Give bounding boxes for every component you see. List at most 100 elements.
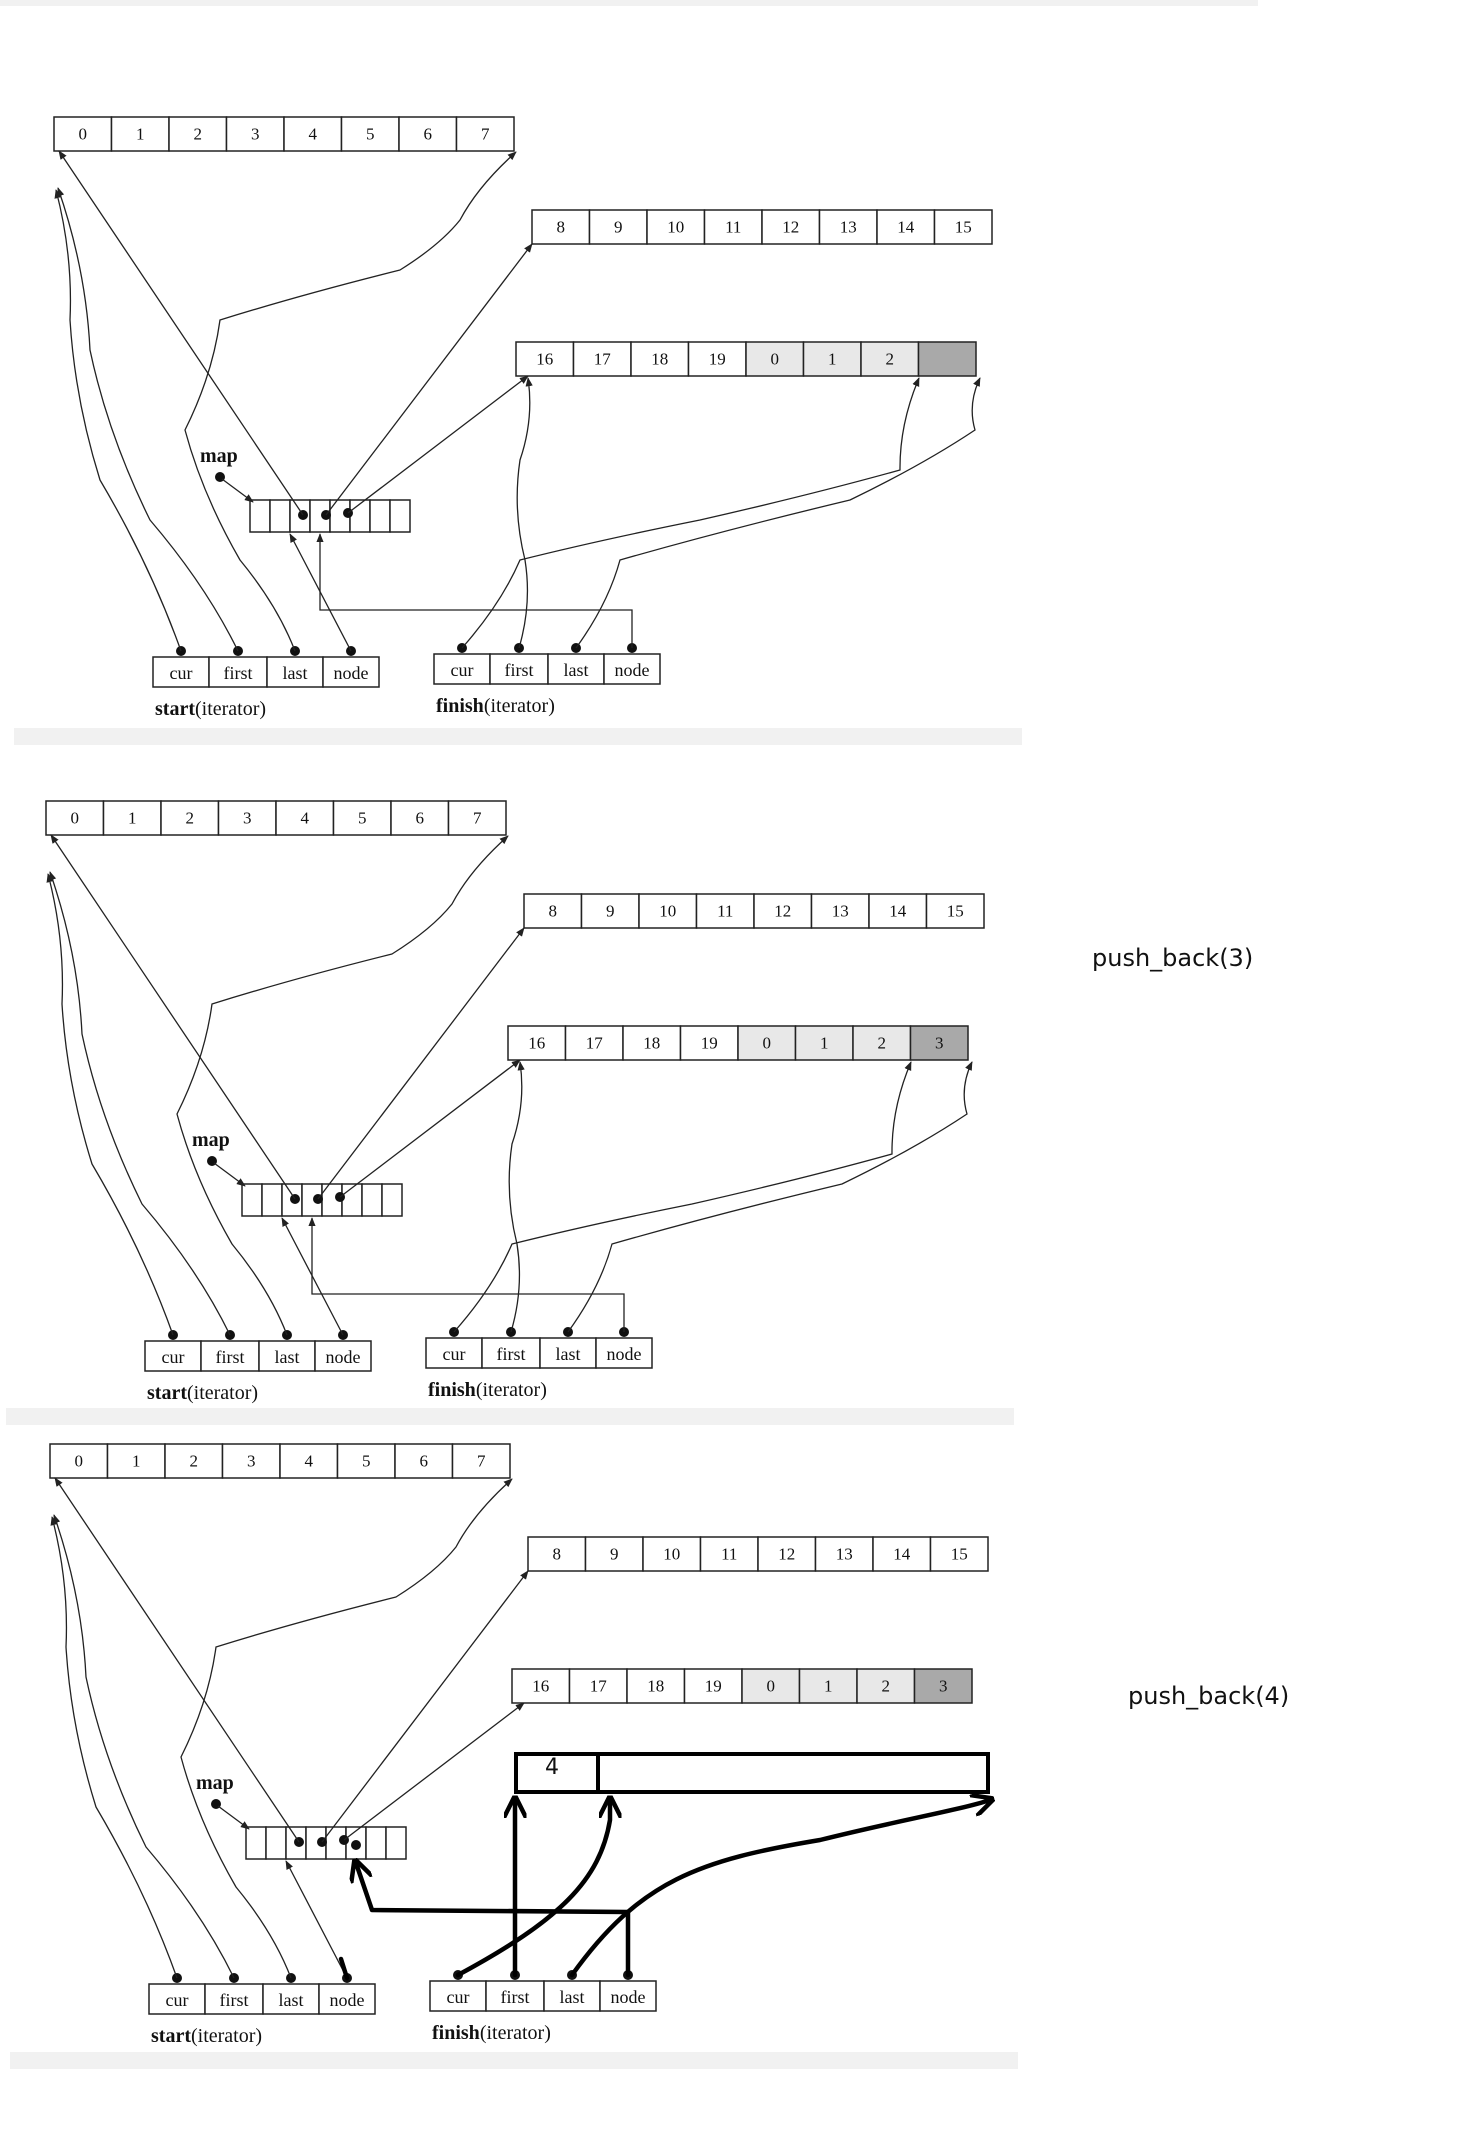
buffer-16-end-cell bbox=[794, 1025, 854, 1061]
map-to-buffer-16-arrow bbox=[343, 1702, 525, 1841]
buffer-8-15-value: 12 bbox=[782, 218, 799, 237]
scan-band-2 bbox=[6, 1408, 1014, 1425]
buffer-8-15-cell bbox=[584, 1536, 644, 1572]
start-node-mark bbox=[338, 1956, 350, 1981]
buffer-0-7-value: 2 bbox=[194, 125, 203, 144]
finish-iterator-first-field bbox=[489, 653, 549, 685]
start-first-arrow bbox=[57, 187, 239, 652]
map-to-buffer-16-arrow bbox=[347, 375, 529, 514]
buffer-16-end-cell bbox=[511, 1668, 571, 1704]
buffer-8-15-value: 15 bbox=[951, 1545, 968, 1564]
buffer-8-15-value: 13 bbox=[836, 1545, 853, 1564]
finish-iterator-last-label: last bbox=[564, 660, 589, 680]
map-slot bbox=[385, 1826, 407, 1860]
finish-first-arrow bbox=[516, 377, 533, 649]
buffer-16-end-value: 19 bbox=[709, 350, 726, 369]
buffer-16-end-value: 3 bbox=[939, 1677, 948, 1696]
buffer-8-15-value: 11 bbox=[721, 1545, 737, 1564]
buffer-16-end-cell bbox=[802, 341, 862, 377]
buffer-8-15-value: 8 bbox=[553, 1545, 562, 1564]
buffer-16-end-cell bbox=[745, 341, 805, 377]
finish-iterator-caption: finish(iterator) bbox=[432, 2022, 551, 2044]
finish-cur-arrow bbox=[461, 377, 920, 649]
buffer-0-7-value: 5 bbox=[362, 1452, 371, 1471]
finish-iterator-caption: finish(iterator) bbox=[436, 695, 555, 717]
buffer-16-end-value: 0 bbox=[771, 350, 780, 369]
map-to-buffer-0-arrow bbox=[54, 1477, 300, 1843]
finish-iterator-cur-label: cur bbox=[451, 660, 474, 680]
map-slot bbox=[369, 499, 391, 533]
map-slot bbox=[241, 1183, 263, 1217]
start-iterator-last-label: last bbox=[279, 1990, 304, 2010]
map-label: map bbox=[192, 1129, 230, 1151]
buffer-16-end-value: 3 bbox=[935, 1034, 944, 1053]
buffer-8-15-value: 9 bbox=[606, 902, 615, 921]
start-last-arrow bbox=[176, 835, 509, 1336]
buffer-8-15-value: 14 bbox=[897, 218, 915, 237]
buffer-16-end-value: 1 bbox=[824, 1677, 833, 1696]
buffer-0-7-value: 1 bbox=[128, 809, 137, 828]
start-iterator-first-label: first bbox=[220, 1990, 249, 2010]
start-cur-arrow bbox=[50, 1516, 178, 1979]
start-node-arrow bbox=[285, 1860, 348, 1979]
buffer-0-7-cell bbox=[221, 1443, 281, 1479]
buffer-16-end-value: 17 bbox=[594, 350, 612, 369]
buffer-8-15-value: 12 bbox=[774, 902, 791, 921]
buffer-16-end-cell bbox=[741, 1668, 801, 1704]
finish-node-arrow bbox=[356, 1863, 631, 1978]
buffer-16-end-cell bbox=[913, 1668, 973, 1704]
buffer-16-end-cell bbox=[564, 1025, 624, 1061]
map-pointer-arrow bbox=[217, 1805, 250, 1830]
finish-cur-arrow bbox=[455, 1800, 610, 1978]
buffer-16-end-cell bbox=[852, 1025, 912, 1061]
buffer-8-15-cell bbox=[933, 209, 993, 245]
buffer-16-end-cell bbox=[515, 341, 575, 377]
buffer-0-7-value: 7 bbox=[481, 125, 490, 144]
buffer-8-15-cell bbox=[929, 1536, 989, 1572]
buffer-8-15-value: 8 bbox=[549, 902, 558, 921]
map-array bbox=[241, 1183, 403, 1217]
buffer-8-15-value: 9 bbox=[610, 1545, 619, 1564]
map-slot bbox=[389, 499, 411, 533]
map-label: map bbox=[196, 1772, 234, 1794]
new-buffer-first-cell bbox=[514, 1752, 600, 1794]
scan-band-top bbox=[0, 0, 1258, 6]
buffer-8-15-value: 14 bbox=[889, 902, 907, 921]
buffer-8-15-value: 14 bbox=[893, 1545, 911, 1564]
buffer-0-7-value: 7 bbox=[473, 809, 482, 828]
start-iterator-node-field bbox=[322, 656, 380, 688]
start-iterator-cur-field bbox=[144, 1340, 202, 1372]
buffer-16-end-value: 18 bbox=[647, 1677, 664, 1696]
buffer-8-15-cell bbox=[642, 1536, 702, 1572]
buffer-16-end-cell bbox=[856, 1668, 916, 1704]
buffer-0-7-value: 6 bbox=[416, 809, 425, 828]
map-slot bbox=[381, 1183, 403, 1217]
map-pointer-arrow bbox=[221, 478, 254, 503]
map-slot bbox=[265, 1826, 287, 1860]
buffer-8-15-value: 13 bbox=[840, 218, 857, 237]
finish-iterator-last-label: last bbox=[556, 1344, 581, 1364]
buffer-8-15-value: 15 bbox=[947, 902, 964, 921]
buffer-16-end-value: 16 bbox=[528, 1034, 545, 1053]
buffer-8-15-cell bbox=[695, 893, 755, 929]
buffer-16-end-value: 17 bbox=[586, 1034, 604, 1053]
map-to-buffer-16-arrow bbox=[339, 1059, 521, 1198]
map-label: map bbox=[200, 445, 238, 467]
map-to-buffer-0-arrow bbox=[50, 834, 296, 1200]
map-array bbox=[245, 1826, 407, 1860]
buffer-8-15-cell bbox=[814, 1536, 874, 1572]
start-first-arrow bbox=[53, 1514, 235, 1979]
start-iterator-caption: start(iterator) bbox=[151, 2025, 262, 2047]
buffer-8-15-value: 13 bbox=[832, 902, 849, 921]
start-iterator-cur-field bbox=[148, 1983, 206, 2015]
buffer-0-7-cell bbox=[110, 116, 170, 152]
finish-iterator-cur-field bbox=[433, 653, 491, 685]
